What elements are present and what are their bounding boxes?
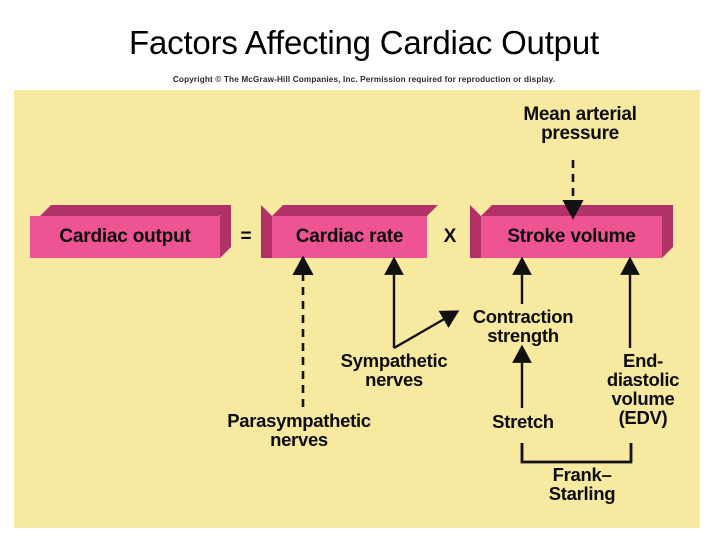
label-frank-starling: Frank– Starling bbox=[548, 464, 616, 504]
box-bevel-left bbox=[261, 205, 272, 258]
box-face: Cardiac rate bbox=[272, 216, 427, 258]
box-bevel-top bbox=[481, 205, 673, 216]
label-end-diastolic-volume: End- diastolic volume (EDV) bbox=[606, 350, 680, 428]
box-face: Stroke volume bbox=[481, 216, 662, 258]
equals-symbol: = bbox=[240, 226, 252, 247]
label-parasympathetic-nerves: Parasympathetic nerves bbox=[227, 410, 371, 450]
box-label: Cardiac output bbox=[59, 226, 191, 247]
copyright-notice: Copyright © The McGraw-Hill Companies, I… bbox=[172, 75, 556, 84]
box-label: Stroke volume bbox=[507, 226, 636, 247]
box-stroke-volume: Stroke volume bbox=[470, 205, 673, 258]
box-face: Cardiac output bbox=[30, 216, 220, 258]
box-bevel-top bbox=[40, 205, 230, 216]
box-bevel-right bbox=[220, 205, 231, 258]
page-title: Factors Affecting Cardiac Output bbox=[129, 24, 599, 61]
label-contraction-strength: Contraction strength bbox=[472, 306, 574, 346]
box-label: Cardiac rate bbox=[295, 226, 404, 247]
label-sympathetic-nerves: Sympathetic nerves bbox=[340, 350, 448, 390]
times-symbol: X bbox=[443, 226, 457, 247]
box-bevel-left bbox=[470, 205, 481, 258]
box-bevel-top bbox=[272, 205, 438, 216]
label-mean-arterial-pressure: Mean arterial pressure bbox=[523, 104, 637, 145]
box-bevel-right bbox=[662, 205, 673, 258]
box-cardiac-output: Cardiac output bbox=[30, 205, 231, 258]
box-cardiac-rate: Cardiac rate bbox=[261, 205, 438, 258]
label-stretch: Stretch bbox=[492, 411, 554, 432]
